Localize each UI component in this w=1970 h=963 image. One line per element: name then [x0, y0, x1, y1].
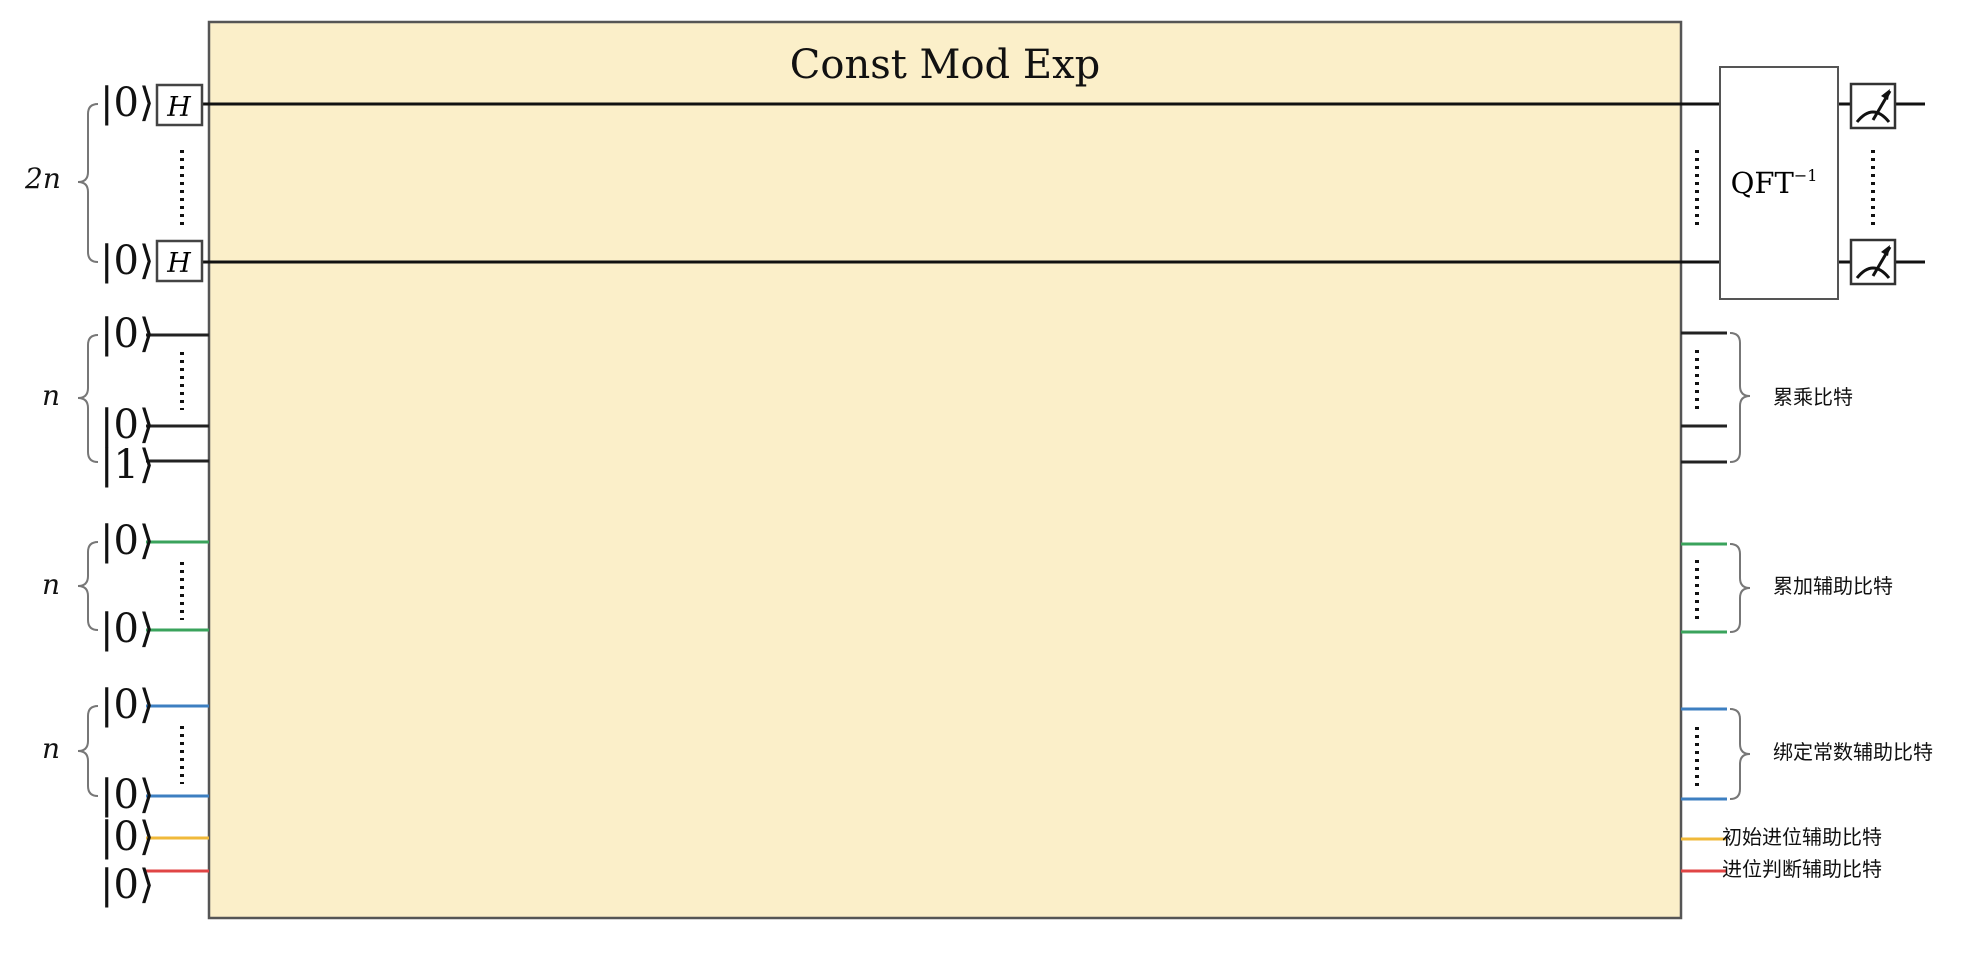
group-size-label: n: [42, 568, 60, 601]
ket-label: |0⟩: [100, 80, 155, 126]
ket-label: |0⟩: [100, 311, 155, 357]
bind-const-aux-bits-label: 绑定常数辅助比特: [1773, 740, 1933, 764]
ket-label: |0⟩: [100, 238, 155, 284]
qft-inverse-gate: QFT−1: [1719, 66, 1839, 300]
output-wires: [1681, 331, 1727, 873]
init-carry-aux-bit-label: 初始进位辅助比特: [1722, 825, 1882, 849]
acc-aux-bits-label: 累加辅助比特: [1773, 574, 1893, 598]
measurement-gate: [1849, 82, 1897, 130]
h-label: H: [166, 248, 191, 279]
vertical-ellipsis: [1695, 150, 1875, 787]
h-label: H: [166, 92, 191, 123]
input-wires: [146, 333, 209, 873]
measurement-gate: [1849, 238, 1897, 286]
input-kets: |0⟩ |0⟩ |0⟩ |0⟩ |1⟩ |0⟩ |0⟩ |0⟩ |0⟩ |0⟩ …: [100, 80, 155, 908]
group-size-label: n: [42, 732, 60, 765]
group-size-label: 2n: [24, 162, 61, 195]
mult-bits-label: 累乘比特: [1773, 385, 1853, 409]
ket-label: |1⟩: [100, 442, 155, 488]
ket-label: |0⟩: [100, 682, 155, 728]
ket-label: |0⟩: [100, 814, 155, 860]
left-braces: [77, 103, 99, 797]
svg-text:QFT−1: QFT−1: [1731, 166, 1818, 200]
hadamard-gate: H: [155, 83, 204, 127]
qft-label: QFT: [1731, 166, 1795, 200]
ket-label: |0⟩: [100, 402, 155, 448]
ket-label: |0⟩: [100, 606, 155, 652]
const-mod-exp-block: [207, 20, 1683, 920]
group-size-label: n: [42, 379, 60, 412]
ket-label: |0⟩: [100, 518, 155, 564]
qft-superscript: −1: [1794, 166, 1818, 185]
ket-label: |0⟩: [100, 772, 155, 818]
carry-judge-aux-bit-label: 进位判断辅助比特: [1722, 857, 1882, 881]
hadamard-gate: H: [155, 239, 204, 283]
block-title: Const Mod Exp: [790, 42, 1101, 88]
ket-label: |0⟩: [100, 862, 155, 908]
right-braces: [1729, 332, 1751, 800]
